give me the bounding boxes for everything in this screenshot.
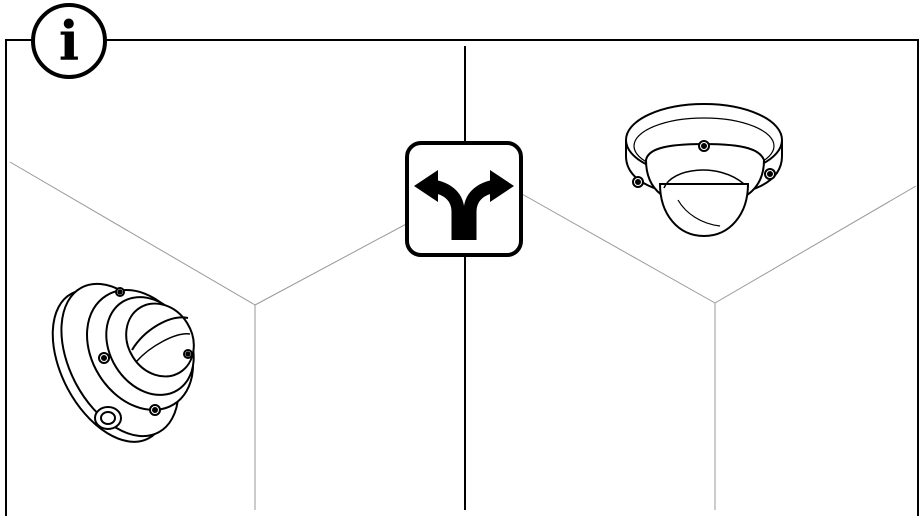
wall-mount-camera: [51, 282, 195, 443]
ceiling-mount-camera: [625, 103, 783, 238]
right-room-corner: [521, 185, 917, 510]
info-badge: i: [31, 3, 107, 79]
split-arrow-icon: [405, 141, 523, 257]
info-glyph: i: [59, 9, 80, 73]
left-room-corner: [9, 161, 411, 510]
dome-camera-icon: [625, 103, 783, 238]
dome-camera-icon: [51, 282, 195, 443]
diagram-frame: [5, 39, 919, 516]
info-icon: [31, 3, 107, 79]
